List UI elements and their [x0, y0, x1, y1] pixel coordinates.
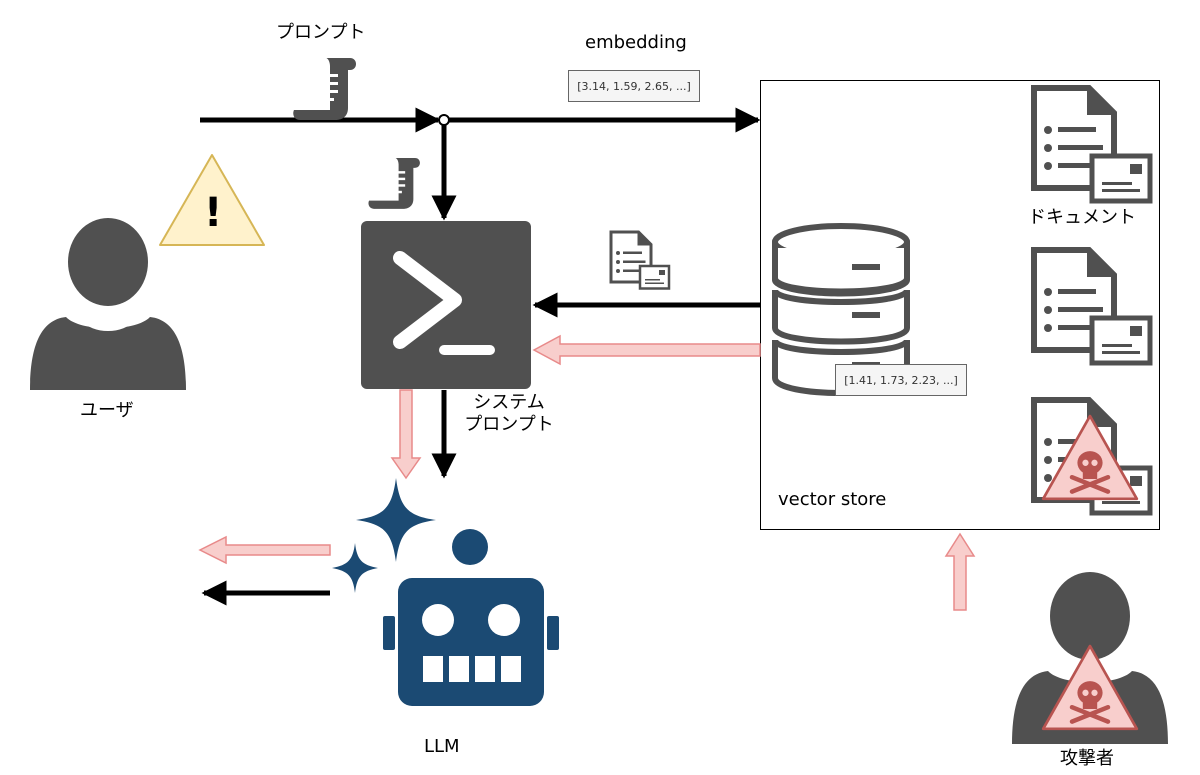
vector-store-label: vector store: [778, 489, 887, 510]
stored-embedding-vector: [1.41, 1.73, 2.23, ...]: [835, 364, 967, 396]
malicious-retrieval-arrow: [532, 334, 761, 366]
system-prompt-label-line1: システム: [473, 392, 545, 413]
embedding-label: embedding: [585, 32, 687, 53]
user-label: ユーザ: [80, 400, 134, 421]
system-scroll-icon: [368, 158, 420, 209]
junction-dot: [438, 114, 450, 126]
document-icon-2: [1034, 250, 1150, 363]
prompt-scroll-icon: [293, 58, 356, 120]
system-prompt-label-line2: プロンプト: [464, 414, 554, 435]
malicious-output-arrow: [198, 535, 331, 565]
robot-sparkle-icon: [332, 478, 559, 706]
malicious-system-to-llm-arrow: [390, 389, 422, 480]
prompt-label: プロンプト: [276, 22, 366, 43]
retrieved-document-icon: [609, 230, 671, 290]
llm-label: LLM: [424, 736, 460, 757]
attacker-label: 攻撃者: [1060, 748, 1114, 769]
query-embedding-vector: [3.14, 1.59, 2.65, ...]: [568, 70, 700, 102]
document-icon-1: [1034, 88, 1150, 201]
database-icon: [772, 223, 910, 396]
terminal-icon: [361, 221, 531, 389]
warning-triangle-icon: [159, 154, 265, 246]
warning-exclamation: !: [204, 190, 223, 236]
attacker-inject-arrow: [944, 532, 976, 611]
documents-label: ドキュメント: [1028, 207, 1136, 228]
malicious-document-skull-icon: [1043, 416, 1137, 499]
